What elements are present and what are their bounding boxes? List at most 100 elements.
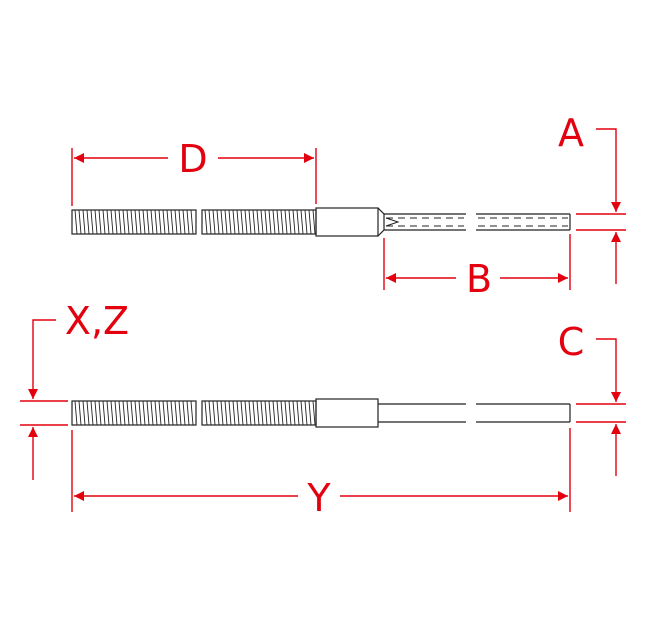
thread-line: [204, 209, 208, 235]
dimension-y: [71, 428, 571, 512]
thread-line: [178, 400, 182, 426]
thread-line: [130, 400, 134, 426]
bottom-thread-left: [71, 400, 197, 426]
thread-line: [74, 209, 78, 235]
thread-line: [126, 400, 130, 426]
thread-line: [212, 400, 216, 426]
thread-line: [276, 209, 280, 235]
thread-line: [114, 209, 118, 235]
thread-line: [280, 400, 284, 426]
thread-line: [212, 209, 216, 235]
thread-line: [118, 209, 122, 235]
thread-line: [240, 400, 244, 426]
thread-line: [122, 209, 126, 235]
thread-line: [142, 400, 146, 426]
thread-line: [150, 209, 154, 235]
thread-line: [228, 400, 232, 426]
thread-line: [162, 209, 166, 235]
label-a: A: [558, 111, 584, 155]
thread-line: [158, 209, 162, 235]
top-tube: [384, 213, 571, 231]
thread-line: [90, 209, 94, 235]
thread-line: [94, 400, 98, 426]
thread-line: [204, 400, 208, 426]
thread-line: [86, 209, 90, 235]
thread-line: [252, 209, 256, 235]
thread-line: [208, 400, 212, 426]
thread-line: [98, 209, 102, 235]
thread-line: [82, 209, 86, 235]
thread-line: [130, 209, 134, 235]
thread-line: [154, 400, 158, 426]
thread-line: [236, 400, 240, 426]
thread-line: [244, 400, 248, 426]
thread-line: [166, 400, 170, 426]
thread-line: [224, 209, 228, 235]
thread-line: [268, 209, 272, 235]
thread-line: [260, 209, 264, 235]
thread-line: [78, 400, 82, 426]
thread-line: [256, 400, 260, 426]
thread-line: [114, 400, 118, 426]
thread-line: [126, 209, 130, 235]
thread-line: [296, 209, 300, 235]
thread-line: [248, 209, 252, 235]
thread-line: [284, 209, 288, 235]
thread-line: [216, 400, 220, 426]
thread-line: [134, 400, 138, 426]
top-fitting: [71, 207, 571, 237]
label-c: C: [558, 320, 585, 364]
thread-line: [220, 209, 224, 235]
top-collar: [315, 207, 379, 237]
label-xz: X,Z: [65, 299, 129, 343]
bottom-rod: [378, 403, 571, 423]
label-b: B: [466, 257, 492, 301]
thread-line: [256, 209, 260, 235]
thread-line: [190, 400, 194, 426]
thread-line: [186, 209, 190, 235]
thread-line: [146, 400, 150, 426]
dimension-xz: [20, 319, 68, 480]
thread-line: [142, 209, 146, 235]
thread-line: [174, 400, 178, 426]
thread-line: [178, 209, 182, 235]
thread-line: [228, 209, 232, 235]
thread-line: [138, 209, 142, 235]
bottom-fitting: [71, 398, 571, 428]
thread-line: [288, 400, 292, 426]
thread-line: [170, 209, 174, 235]
thread-line: [102, 209, 106, 235]
thread-line: [308, 209, 312, 235]
dimension-c: [576, 338, 626, 476]
bottom-collar: [315, 398, 379, 428]
thread-line: [220, 400, 224, 426]
thread-line: [304, 400, 308, 426]
top-chamfer: [377, 207, 385, 237]
thread-line: [284, 400, 288, 426]
thread-line: [170, 400, 174, 426]
thread-line: [162, 400, 166, 426]
dimension-b: [383, 234, 571, 290]
thread-line: [304, 209, 308, 235]
thread-line: [276, 400, 280, 426]
thread-line: [138, 400, 142, 426]
thread-line: [174, 209, 178, 235]
dimension-a: [576, 128, 626, 284]
thread-line: [236, 209, 240, 235]
thread-line: [146, 209, 150, 235]
thread-line: [248, 400, 252, 426]
thread-line: [288, 209, 292, 235]
thread-line: [166, 209, 170, 235]
thread-line: [208, 209, 212, 235]
thread-line: [106, 400, 110, 426]
thread-line: [272, 400, 276, 426]
thread-line: [134, 209, 138, 235]
thread-line: [260, 400, 264, 426]
thread-line: [264, 209, 268, 235]
thread-line: [224, 400, 228, 426]
thread-line: [186, 400, 190, 426]
thread-line: [296, 400, 300, 426]
thread-line: [110, 209, 114, 235]
